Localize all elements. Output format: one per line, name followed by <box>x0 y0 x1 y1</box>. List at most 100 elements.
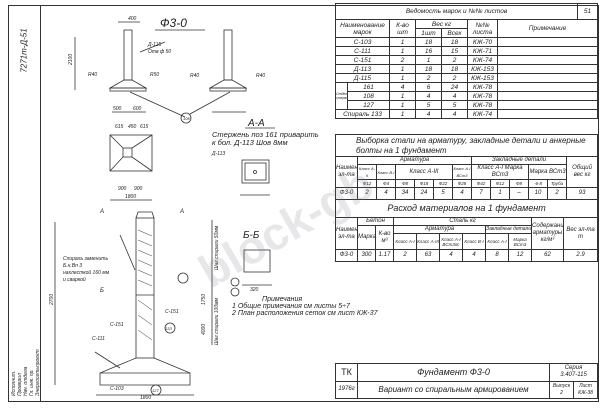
position-mark: 127 <box>152 388 159 393</box>
col-header: Общий вес кг <box>565 156 599 188</box>
spiral-note: Спираль заменить <box>63 256 108 262</box>
mark-name: 127 <box>347 100 390 110</box>
material-name: Ф3-0 <box>335 249 358 262</box>
mark-total: 18 <box>441 37 468 47</box>
steel-value: 24 <box>414 187 434 200</box>
mark-name: С-111 <box>335 46 390 56</box>
diameter-header: Ф28 <box>452 179 472 188</box>
col-header: Закладные детали <box>471 156 567 165</box>
dim-label: 2100 <box>68 54 74 66</box>
section-bb-title: Б-Б <box>243 230 260 241</box>
sheet-value: КЖ-38 <box>578 389 593 396</box>
mark-unit: 5 <box>415 100 442 110</box>
mark-note <box>496 100 599 110</box>
col-subheader: Класс А-I <box>485 233 509 250</box>
section-aa-title: А-А <box>247 118 265 129</box>
col-header: К-во шт <box>389 19 416 38</box>
notes-title: Примечания <box>262 296 303 303</box>
dim-label: 500 <box>113 106 122 112</box>
position-mark: 108 <box>183 116 190 121</box>
mark-qty: 1 <box>389 64 416 74</box>
mark-note <box>496 46 599 56</box>
diameter-header: Ф8 <box>509 179 529 188</box>
marks-table-title: Ведомость марок и №№ листов <box>334 3 579 20</box>
steel-value: 1 <box>490 187 510 200</box>
dim-label: R40 <box>256 73 265 79</box>
material-value: 4 <box>439 249 463 262</box>
main-elevation <box>54 211 213 396</box>
mark-unit: 18 <box>415 64 442 74</box>
section-mark-a: А <box>99 209 104 215</box>
section-mark-b: Б <box>100 288 104 294</box>
mark-total: 4 <box>441 91 468 101</box>
drawing-name: Фундамент Ф3-0 <box>357 363 550 382</box>
mark-note <box>496 91 599 101</box>
dim-label: 1750 <box>201 294 207 305</box>
org: ТК <box>335 363 358 382</box>
diameter-header: Ф22 <box>433 179 453 188</box>
anchor-label: Д-115 <box>147 42 161 48</box>
col-header: Арматура <box>357 156 472 165</box>
mark-sheet: КЖ-74 <box>467 55 498 65</box>
mark-name: Спираль 133 <box>335 109 390 119</box>
anchor-sub: Отв ф 50 <box>148 49 171 55</box>
dim-label: 1800 <box>140 395 151 400</box>
note-item: 2 План расположения сеток см лист КЖ-37 <box>232 310 378 317</box>
diameter-header: Ф4 <box>376 179 396 188</box>
col-subheader: Класс А-III <box>416 233 440 250</box>
col-header: Наименование марок <box>335 19 390 38</box>
drawing-code: 7271т-Д-51 <box>19 28 29 73</box>
mark-unit: 2 <box>415 73 442 83</box>
col-header: К-во м³ <box>375 225 394 250</box>
dim-label: 1800 <box>125 194 136 200</box>
dim-label: 4000 <box>201 324 207 335</box>
spiral-note: Б.н.Вп 3 <box>63 263 82 269</box>
col-header: Бетон <box>357 217 394 226</box>
mark-sheet: КЖ-70 <box>467 37 498 47</box>
material-value: 12 <box>508 249 532 262</box>
diameter-header: Ф8 <box>395 179 415 188</box>
steel-table: Выборка стали на арматуру, закладные дет… <box>334 134 599 200</box>
steel-value: – <box>509 187 529 200</box>
weld-note: Стержень поз 161 приварить к бол. Д-113 … <box>212 131 324 147</box>
mark-qty: 1 <box>389 37 416 47</box>
material-value: 63 <box>416 249 440 262</box>
notes: Примечания 1 Общие примечания см листы 5… <box>232 296 377 317</box>
diameter-header: Ф12 <box>490 179 510 188</box>
col-header: Сталь кг <box>393 217 532 226</box>
mark-name: Д-115 <box>335 73 390 83</box>
section-aa <box>240 159 270 196</box>
mark-qty: 2 <box>389 55 416 65</box>
year: 1976г <box>335 380 358 399</box>
diameter-header: Ф42 <box>471 179 491 188</box>
diameter-header: Труба <box>547 179 567 188</box>
dim-label: 600 <box>133 106 142 112</box>
stamp-rows: Исполнит. Проверил Нач. отдела Гл. инж. … <box>11 146 41 396</box>
col-header: 1шт <box>415 28 442 38</box>
dim-label: 615 <box>140 124 149 130</box>
drawing-subtitle: Вариант со спиральным армированием <box>357 380 550 399</box>
main-title: Ф3-0 <box>160 16 187 30</box>
mark-total: 5 <box>441 100 468 110</box>
material-vol: 1.17 <box>375 249 394 262</box>
col-header: Вес кг <box>415 19 468 29</box>
col-subheader: Класс А-III <box>395 164 453 180</box>
spiral-note: и сваркой <box>63 276 86 283</box>
mark-qty: 1 <box>389 109 416 119</box>
mark-unit: 18 <box>415 37 442 47</box>
elevation-front <box>74 21 166 113</box>
mark-qty: 1 <box>389 91 416 101</box>
dim-label: R40 <box>88 72 97 78</box>
mark-qty: 4 <box>389 82 416 92</box>
mark-unit: 6 <box>415 82 442 92</box>
mark-note <box>496 37 599 47</box>
steel-value: 2 <box>547 187 567 200</box>
